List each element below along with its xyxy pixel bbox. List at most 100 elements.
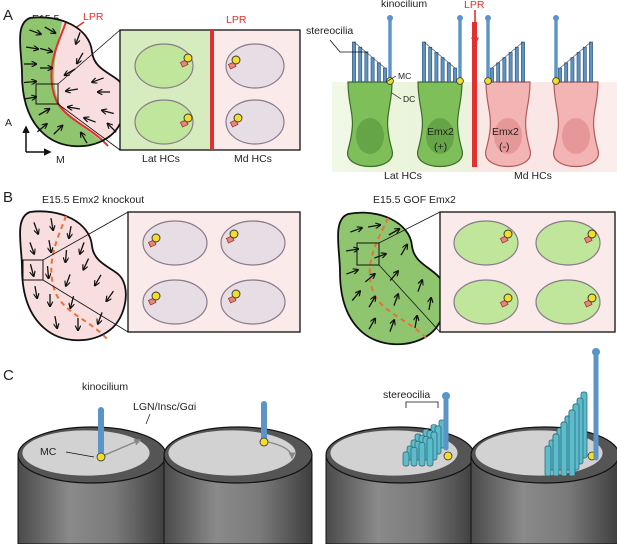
stereocilium (582, 46, 587, 83)
hc-surface (535, 220, 601, 266)
organ-gof (337, 211, 447, 346)
polarity-arrow (29, 29, 40, 34)
hc-surface (225, 99, 285, 145)
panel-c-letter: C (3, 367, 14, 384)
emx2-pos-name: Emx2 (427, 126, 454, 138)
polarity-arrow (76, 32, 81, 43)
polarity-arrow (35, 285, 37, 298)
zoom-lpr-label: LPR (226, 14, 247, 26)
stereocilium (434, 52, 439, 83)
polarity-arrow (66, 274, 71, 285)
stereocilia-label: stereocilia (306, 25, 353, 37)
c-kinocilium-label: kinocilium (82, 381, 128, 393)
polarity-arrow (102, 110, 114, 113)
polarity-arrow (29, 242, 34, 253)
polarity-arrow (66, 89, 79, 91)
kinocilium-dot-icon (231, 55, 241, 65)
stereocilium (496, 62, 501, 83)
panel-a-letter: A (3, 7, 13, 24)
mc-dot-icon (443, 451, 453, 461)
kinocilium-dot-icon (231, 289, 241, 299)
mc-dot-icon (456, 77, 464, 85)
kinocilium-tip (457, 15, 463, 21)
polarity-arrow (345, 249, 358, 251)
polarity-arrow (38, 109, 49, 116)
stereocilium (521, 41, 525, 83)
stereocilium (370, 57, 375, 83)
gof-title: E15.5 GOF Emx2 (373, 194, 456, 206)
movement-arrow (267, 441, 296, 460)
stereocilia-pointer (329, 39, 368, 53)
organ-a (19, 16, 127, 151)
polarity-arrow (374, 254, 385, 259)
polarity-arrow (25, 47, 38, 49)
polarity-arrow (400, 245, 407, 256)
polarity-arrow (36, 124, 46, 133)
hc-nucleus (426, 118, 454, 154)
lat-hcs-label: Lat HCs (142, 153, 180, 165)
polarity-arrow (80, 242, 85, 253)
lpr-bar (210, 30, 214, 150)
stereocilium (502, 57, 507, 83)
hc-surface (453, 220, 519, 266)
organ-ko (19, 210, 129, 342)
polarity-arrow (69, 225, 71, 238)
polarity-arrow (23, 81, 36, 82)
emx2-neg-name: Emx2 (492, 126, 519, 138)
hc-surface (142, 279, 208, 325)
c-stereocilia-label: stereocilia (383, 389, 430, 401)
polarity-arrow (65, 249, 66, 262)
cell-stage-2 (163, 401, 313, 544)
lat-hc-1 (134, 43, 194, 89)
kinocilium-label: kinocilium (381, 0, 427, 10)
hc-surface (453, 279, 519, 325)
gof-hc-4 (535, 279, 601, 325)
apical-surface (167, 429, 297, 477)
mc-label: MC (398, 71, 411, 81)
organ-a-arrows (23, 26, 117, 144)
kinocilium-dot-icon (229, 229, 239, 239)
kinocilium-dot-icon (587, 229, 597, 239)
ko-hc-2 (220, 220, 286, 266)
tip-link (353, 41, 386, 69)
hc-surface (134, 43, 194, 89)
polarity-arrow (107, 290, 114, 301)
polarity-arrow (368, 319, 375, 330)
polarity-arrow (30, 264, 33, 276)
zoom-panel-gof (439, 211, 616, 333)
md-hc-2 (225, 99, 285, 145)
stereocilium (418, 442, 426, 467)
polarity-arrow (83, 258, 90, 270)
stereocilium (358, 46, 363, 83)
kinocilium-tip (592, 348, 600, 356)
ko-title: E15.5 Emx2 knockout (42, 194, 144, 206)
zoom-panel-ko (127, 211, 301, 333)
gof-hc-2 (535, 220, 601, 266)
md-hcs-label: Md HCs (234, 153, 272, 165)
polarity-arrow (44, 26, 55, 33)
polarity-arrow (68, 107, 81, 109)
polarity-arrow (33, 222, 38, 233)
kinocilium-dot-icon (151, 291, 161, 301)
hc-surface (220, 220, 286, 266)
stereocilium (576, 52, 581, 83)
polarity-arrow (77, 52, 84, 63)
kinocilium-dot-icon (587, 293, 597, 303)
hc-surface (225, 43, 285, 89)
side-lat-label: Lat HCs (384, 170, 422, 182)
gof-dashed-lpr (368, 217, 429, 341)
stereocilium (446, 62, 451, 83)
kinocilium-tip (387, 15, 393, 21)
hair-cells-side-view: LPR kinocilium stereocilia MC DC Emx2 (+… (306, 0, 617, 182)
panel-b-letter: B (3, 189, 13, 206)
polarity-arrow (40, 48, 52, 51)
polarity-arrow (65, 68, 76, 75)
stereocilium (544, 445, 552, 477)
stereocilium (426, 437, 434, 467)
polarity-arrow (389, 320, 394, 332)
movement-arrow (99, 438, 142, 458)
kinocilium-dot-icon (233, 113, 243, 123)
stereocilium (570, 57, 575, 83)
kinocilium-dot-icon (503, 229, 513, 239)
